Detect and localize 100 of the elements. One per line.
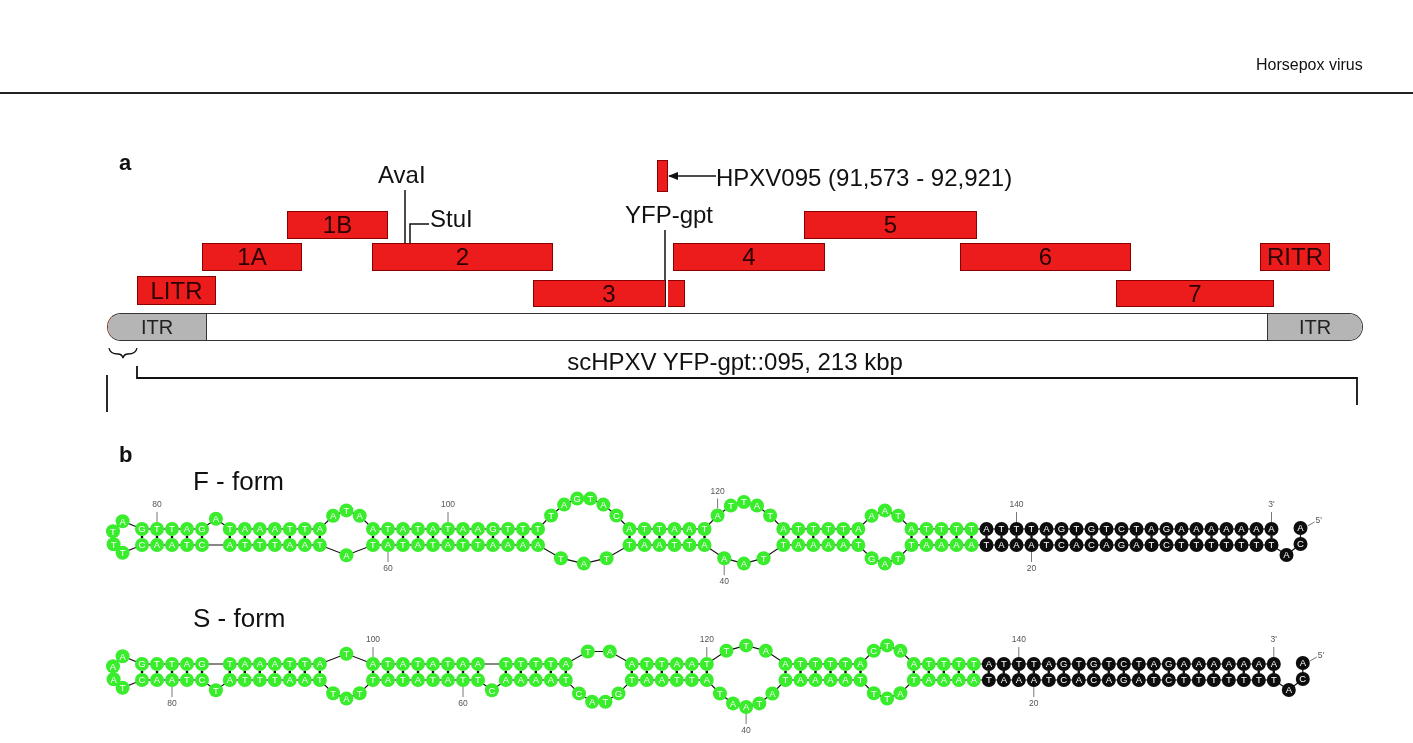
nucleotide-bead: A xyxy=(1295,656,1310,670)
nucleotide-bead: A xyxy=(726,696,740,711)
nucleotide-bead: A xyxy=(558,657,573,671)
nucleotide-bead: C xyxy=(1114,522,1129,536)
nucleotide-bead: A xyxy=(669,657,684,671)
nucleotide-bead: A xyxy=(1101,673,1116,687)
segment-box: 4 xyxy=(673,243,825,271)
nucleotide-bead: A xyxy=(557,497,572,512)
nucleotide-bead: A xyxy=(180,522,194,536)
nucleotide-bead: T xyxy=(1236,673,1251,687)
nucleotide-bead: A xyxy=(639,673,654,687)
nucleotide-bead: C xyxy=(1159,538,1174,552)
position-number: 120 xyxy=(699,634,714,644)
label-text: StuI xyxy=(430,204,490,234)
position-number: 20 xyxy=(1029,698,1039,708)
nucleotide-bead: T xyxy=(1009,522,1024,536)
nucleotide-bead: C xyxy=(484,683,499,698)
nucleotide-bead: A xyxy=(654,673,669,687)
nucleotide-bead: A xyxy=(996,673,1011,687)
header-text: Horsepox virus xyxy=(1256,56,1363,74)
nucleotide-bead: A xyxy=(893,643,908,658)
nucleotide-bead: T xyxy=(667,538,682,552)
nucleotide-bead: A xyxy=(1129,538,1144,552)
nucleotide-bead: A xyxy=(441,673,455,687)
nucleotide-bead: A xyxy=(951,673,966,687)
nucleotide-bead: T xyxy=(106,524,120,539)
nucleotide-bead: A xyxy=(699,673,714,687)
nucleotide-bead: A xyxy=(904,522,919,536)
nucleotide-bead: T xyxy=(697,522,712,536)
nucleotide-bead: A xyxy=(396,522,410,536)
nucleotide-bead: T xyxy=(426,673,440,687)
nucleotide-bead: A xyxy=(411,538,425,552)
leader-line xyxy=(664,229,666,281)
nucleotide-bead: T xyxy=(501,522,515,536)
nucleotide-bead: T xyxy=(669,673,684,687)
nucleotide-bead: A xyxy=(513,673,528,687)
nucleotide-bead: T xyxy=(267,538,282,552)
nucleotide-bead: A xyxy=(1189,522,1204,536)
position-number: 80 xyxy=(167,698,177,708)
nucleotide-bead: A xyxy=(1071,673,1086,687)
nucleotide-bead: A xyxy=(471,522,485,536)
nucleotide-bead: T xyxy=(880,638,895,653)
nucleotide-bead: C xyxy=(1054,538,1069,552)
nucleotide-bead: A xyxy=(222,673,237,687)
nucleotide-bead: C xyxy=(1086,673,1101,687)
label-text: HPXV095 (91,573 - 92,921) xyxy=(716,162,1056,194)
nucleotide-bead: T xyxy=(1011,657,1026,671)
nucleotide-bead: A xyxy=(456,657,470,671)
nucleotide-bead: T xyxy=(763,508,778,523)
nucleotide-bead: A xyxy=(252,657,267,671)
nucleotide-bead: T xyxy=(776,538,791,552)
nucleotide-bead: T xyxy=(583,491,598,506)
nucleotide-bead: T xyxy=(821,522,836,536)
nucleotide-bead: T xyxy=(891,551,906,566)
genome-label: scHPXV YFP-gpt::095, 213 kbp xyxy=(566,347,904,377)
nucleotide-bead: A xyxy=(602,644,617,659)
nucleotide-bead: A xyxy=(949,538,964,552)
segment-box: 7 xyxy=(1116,280,1274,307)
nucleotide-bead: T xyxy=(411,657,425,671)
nucleotide-bead: C xyxy=(195,538,209,552)
nucleotide-bead: A xyxy=(793,673,808,687)
nucleotide-bead: A xyxy=(1099,538,1114,552)
nucleotide-bead: T xyxy=(891,508,906,523)
nucleotide-bead: A xyxy=(1204,522,1219,536)
nucleotide-bead: T xyxy=(712,686,727,701)
nucleotide-bead: A xyxy=(456,522,470,536)
nucleotide-bead: A xyxy=(106,659,120,674)
nucleotide-bead: A xyxy=(1249,522,1264,536)
nucleotide-bead: T xyxy=(949,522,964,536)
nucleotide-bead: C xyxy=(1056,673,1071,687)
nucleotide-bead: T xyxy=(411,522,425,536)
nucleotide-bead: T xyxy=(964,522,979,536)
nucleotide-bead: A xyxy=(237,522,252,536)
nucleotide-bead: T xyxy=(297,522,312,536)
segment-box xyxy=(657,160,668,192)
nucleotide-bead: A xyxy=(1176,657,1191,671)
nucleotide-bead: T xyxy=(282,657,297,671)
nucleotide-bead: T xyxy=(622,538,637,552)
nucleotide-bead: A xyxy=(543,673,558,687)
position-number: 20 xyxy=(1026,563,1037,573)
nucleotide-bead: T xyxy=(1129,522,1144,536)
nucleotide-bead: T xyxy=(838,657,853,671)
segment-box: 1B xyxy=(287,211,388,239)
nucleotide-bead: C xyxy=(1295,672,1310,686)
nucleotide-bead: T xyxy=(1204,538,1219,552)
nucleotide-bead: T xyxy=(808,657,823,671)
nucleotide-bead: A xyxy=(381,538,395,552)
nucleotide-bead: T xyxy=(150,657,164,671)
nucleotide-bead: G xyxy=(1114,538,1129,552)
nucleotide-bead: A xyxy=(1069,538,1084,552)
nucleotide-bead: A xyxy=(297,538,312,552)
position-number: 5' xyxy=(1317,650,1325,660)
nucleotide-bead: T xyxy=(654,657,669,671)
nucleotide-bead: A xyxy=(1236,657,1251,671)
position-number: 140 xyxy=(1009,499,1024,509)
nucleotide-bead: A xyxy=(1266,657,1281,671)
label-text: YFP-gpt xyxy=(625,200,725,230)
nucleotide-bead: T xyxy=(1264,538,1279,552)
nucleotide-bead: T xyxy=(1234,538,1249,552)
nucleotide-bead: T xyxy=(1144,538,1159,552)
